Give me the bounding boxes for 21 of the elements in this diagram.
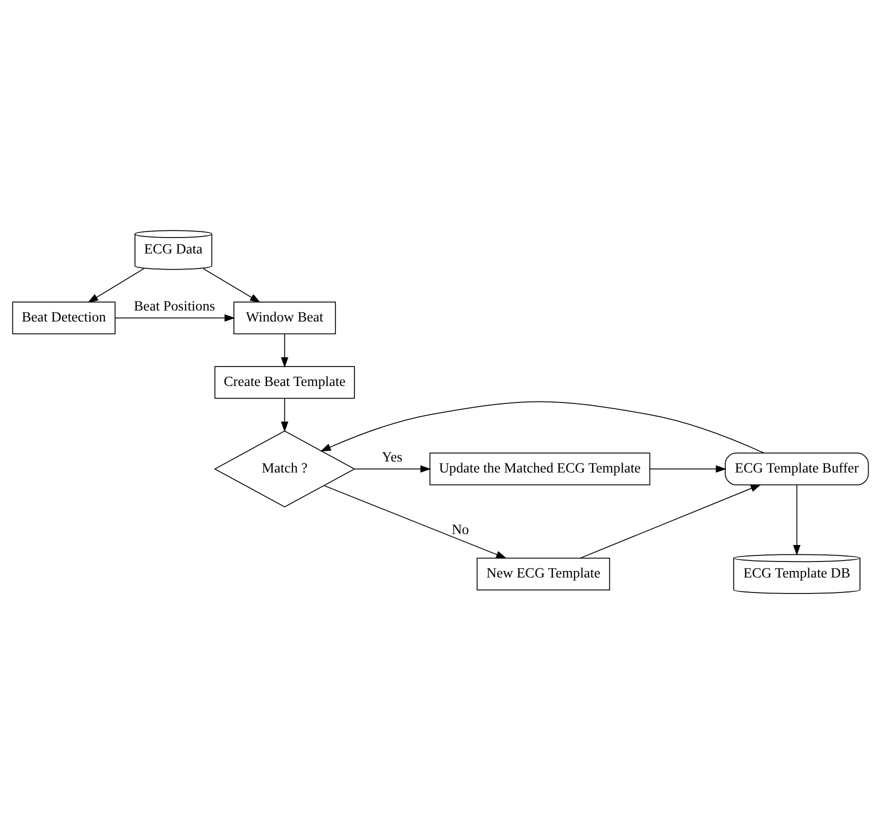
arrow	[280, 398, 288, 432]
node-box: Create Beat Template	[214, 366, 355, 398]
arrow	[324, 484, 507, 558]
node-box: Beat Detection	[12, 301, 116, 334]
edge-label: No	[452, 522, 469, 538]
arrow	[580, 484, 762, 558]
node-box: Update the Matched ECG Template	[429, 452, 650, 485]
node-diamond: Match ?	[214, 430, 356, 507]
node-box: New ECG Template	[476, 557, 610, 590]
arrow	[320, 400, 764, 453]
arrow	[354, 464, 432, 472]
edge-label: Beat Positions	[134, 298, 216, 314]
arrow	[88, 268, 144, 302]
node-box: ECG Template Buffer	[724, 452, 869, 485]
edge-label: Yes	[382, 449, 402, 466]
arrow	[114, 314, 236, 322]
node-box: Window Beat	[233, 301, 336, 334]
arrow	[203, 268, 261, 302]
arrow	[650, 464, 726, 472]
arrow	[280, 333, 288, 368]
arrow	[793, 484, 801, 556]
